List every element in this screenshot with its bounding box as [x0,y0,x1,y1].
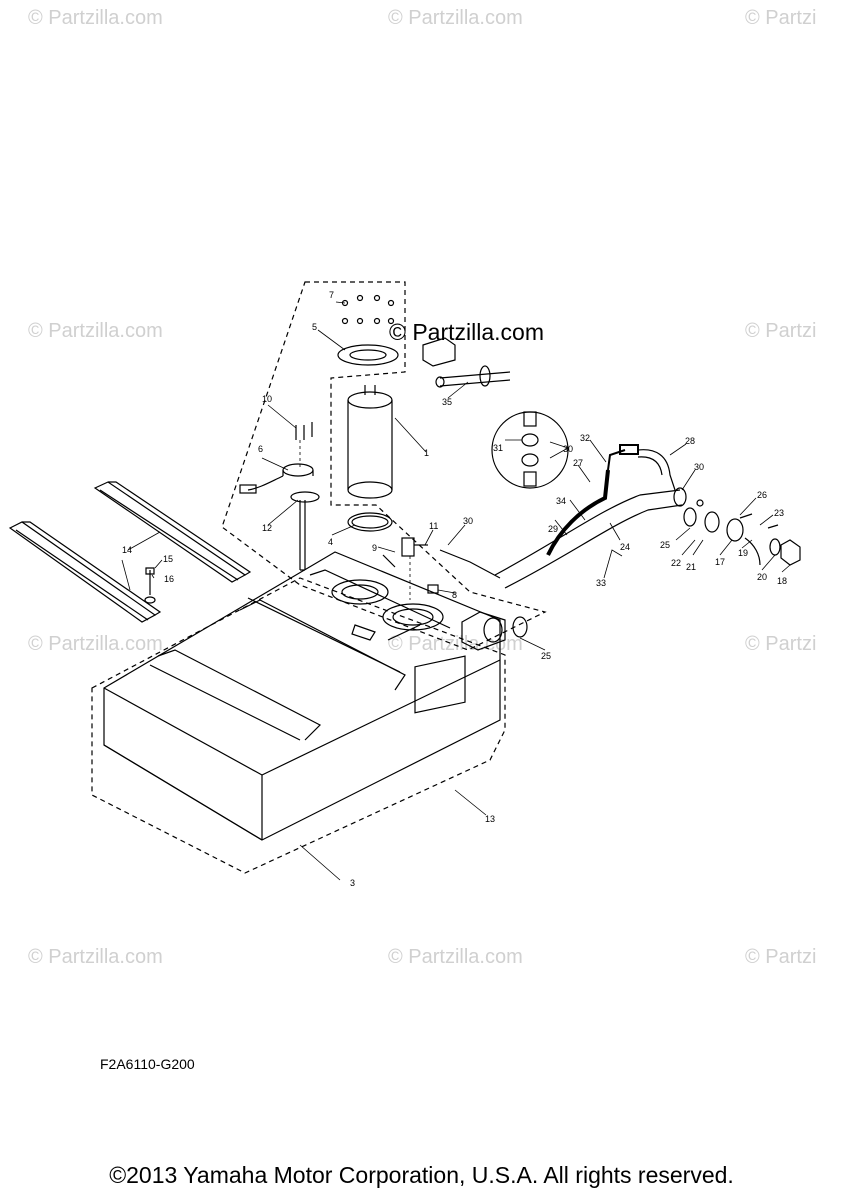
callout-26: 26 [757,490,767,500]
diagram-code: F2A6110-G200 [100,1056,195,1072]
fuel-line-clip [619,444,639,455]
tank-rail-rear [8,521,162,623]
callout-5: 5 [312,322,317,332]
callout-4: 4 [328,537,333,547]
watermark: © Partzi [745,320,817,342]
callout-10: 10 [262,394,272,404]
bolt [145,567,155,595]
callout-35: 35 [442,397,452,407]
watermark: © Partzilla.com [388,7,523,29]
vent-hose [439,549,501,579]
hose-clamp [512,616,528,638]
fuel-line-28 [637,449,676,491]
callout-24: 24 [620,542,630,552]
center-watermark: © Partzilla.com [389,319,544,345]
tank-rail-front [93,481,252,583]
fuel-sender-unit [239,463,320,571]
watermark: © Partzilla.com [28,633,163,655]
callout-28: 28 [685,436,695,446]
clamp-block [422,337,456,367]
callout-33: 33 [596,578,606,588]
callout-16: 16 [164,574,174,584]
label-plate [414,655,466,714]
callout-34: 34 [556,496,566,506]
screws-10 [295,422,313,440]
watermark: © Partzi [745,7,817,29]
fuel-pump-cylinder [347,385,393,499]
leader-lines [121,301,791,881]
watermark: © Partzilla.com [28,320,163,342]
callout-30c: 30 [563,444,573,454]
watermark: © Partzilla.com [28,7,163,29]
filler-hose [494,487,687,589]
fuel-line-27 [546,469,610,556]
fuel-tank [103,551,506,841]
callout-11: 11 [429,521,438,531]
callout-20: 20 [757,572,767,582]
callout-32: 32 [580,433,590,443]
callout-9: 9 [372,543,377,553]
callout-29: 29 [548,524,558,534]
callout-25: 25 [660,540,670,550]
callout-21: 21 [686,562,696,572]
callout-3: 3 [350,878,355,888]
breather-tube [435,365,511,388]
watermark: © Partzilla.com [388,946,523,968]
retainer-plate [337,344,399,366]
dashed-tank-outline [91,577,506,874]
callout-25b: 25 [541,651,551,661]
callout-7: 7 [329,290,334,300]
callout-23: 23 [774,508,784,518]
gasket [347,512,393,532]
callout-8: 8 [452,590,457,600]
fitting [382,537,439,594]
callout-1: 1 [424,448,429,458]
callout-18: 18 [777,576,787,586]
washer [144,596,156,604]
callout-30b: 30 [694,462,704,472]
callout-17: 17 [715,557,725,567]
watermark: © Partzilla.com [388,633,523,655]
copyright-notice: ©2013 Yamaha Motor Corporation, U.S.A. A… [109,1162,734,1188]
callout-15: 15 [163,554,173,564]
callout-12: 12 [262,523,272,533]
callout-30: 30 [463,516,473,526]
callout-14: 14 [122,545,132,555]
dashed-group-outline [221,281,547,651]
callout-22: 22 [671,558,681,568]
watermark: © Partzi [745,633,817,655]
detail-inset [491,411,569,489]
watermark: © Partzi [745,946,817,968]
callout-27: 27 [573,458,583,468]
bolts-7 [341,294,395,325]
callout-6: 6 [258,444,263,454]
callout-19: 19 [738,548,748,558]
watermark: © Partzilla.com [28,946,163,968]
callout-31: 31 [493,443,503,453]
callout-labels: 1 3 4 5 6 7 8 9 10 11 12 13 14 15 16 17 … [122,290,787,888]
callout-13: 13 [485,814,495,824]
